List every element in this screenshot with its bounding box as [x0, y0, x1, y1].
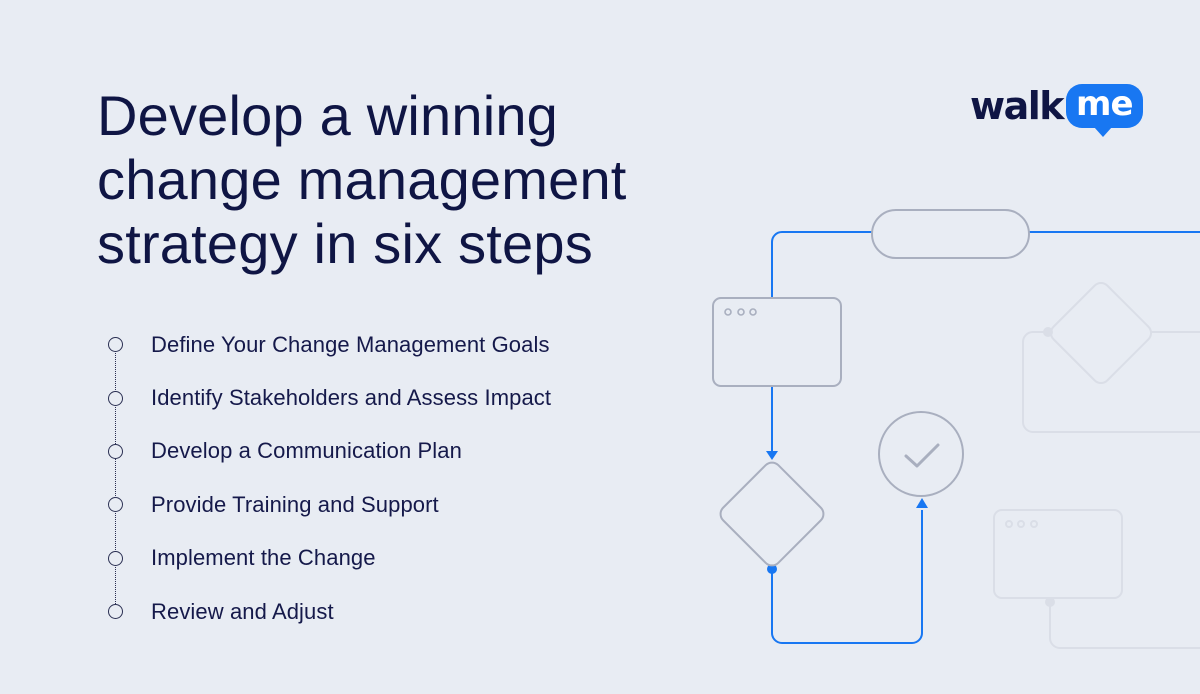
- decision-diamond: [719, 461, 825, 567]
- faded-connector-line: [1049, 600, 1200, 649]
- title-line-1: Develop a winning: [97, 84, 559, 147]
- step-circle-icon: [108, 497, 123, 513]
- step-label: Identify Stakeholders and Assess Impact: [151, 385, 552, 411]
- speech-bubble-tail-icon: [1094, 127, 1113, 137]
- window-dots: [724, 308, 757, 316]
- title-line-2: change management: [97, 148, 627, 211]
- pill-shape: [871, 209, 1030, 259]
- faded-connector-dot: [1043, 327, 1053, 337]
- step-item-4: Provide Training and Support: [104, 478, 551, 531]
- arrow-down-icon: [766, 451, 778, 460]
- step-circle-icon: [108, 604, 123, 620]
- step-circle-icon: [108, 443, 123, 459]
- step-item-2: Identify Stakeholders and Assess Impact: [104, 371, 551, 424]
- steps-list: Define Your Change Management Goals Iden…: [104, 318, 551, 638]
- logo-me-bubble: me: [1066, 84, 1143, 137]
- step-label: Develop a Communication Plan: [151, 438, 462, 464]
- step-circle-icon: [108, 390, 123, 406]
- window-dot-icon: [749, 308, 757, 316]
- step-label: Provide Training and Support: [151, 491, 439, 517]
- step-label: Implement the Change: [151, 545, 376, 571]
- step-item-1: Define Your Change Management Goals: [104, 318, 551, 371]
- step-label: Review and Adjust: [151, 598, 334, 624]
- walkme-logo: walk me: [970, 84, 1143, 137]
- connector-top-left: [771, 231, 872, 298]
- window-dot-icon: [724, 308, 732, 316]
- page-title: Develop a winning change management stra…: [97, 84, 737, 276]
- step-item-5: Implement the Change: [104, 532, 551, 585]
- main-shapes: [712, 209, 1030, 567]
- faded-diamond: [1049, 281, 1153, 385]
- faded-dot-icon: [1030, 520, 1038, 528]
- title-line-3: strategy in six steps: [97, 212, 593, 275]
- check-circle-icon: [878, 411, 964, 497]
- logo-me-text: me: [1066, 84, 1143, 128]
- logo-walk-text: walk: [970, 84, 1065, 128]
- faded-shapes: [993, 281, 1200, 649]
- step-item-6: Review and Adjust: [104, 585, 551, 638]
- step-item-3: Develop a Communication Plan: [104, 425, 551, 478]
- steps-connector-line: [115, 340, 116, 604]
- connector-dot-icon: [767, 564, 777, 574]
- arrow-up-icon: [916, 498, 928, 508]
- step-circle-icon: [108, 337, 123, 353]
- step-label: Define Your Change Management Goals: [151, 331, 550, 357]
- faded-connector-dot: [1045, 597, 1055, 607]
- window-card-icon: [712, 297, 842, 387]
- blue-connectors: [771, 231, 1200, 644]
- step-circle-icon: [108, 550, 123, 566]
- faded-dot-icon: [1005, 520, 1013, 528]
- checkmark-icon: [904, 443, 940, 468]
- connector-diamond-to-check: [771, 510, 923, 644]
- faded-dot-icon: [1017, 520, 1025, 528]
- faded-window-card: [993, 509, 1123, 599]
- window-dot-icon: [737, 308, 745, 316]
